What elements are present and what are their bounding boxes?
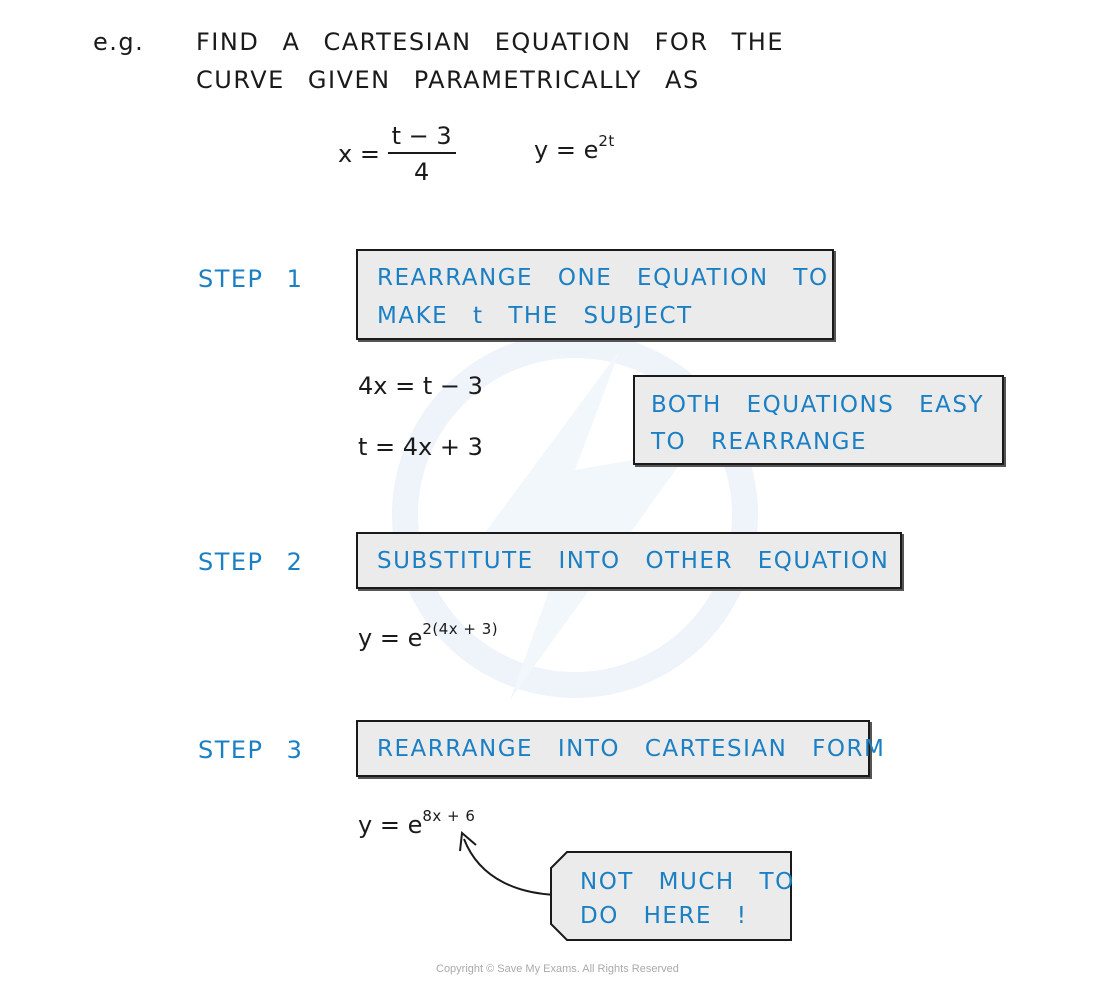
step-2-instruction-box: SUBSTITUTE INTO OTHER EQUATION bbox=[356, 532, 902, 589]
given-x-numerator: t − 3 bbox=[387, 122, 456, 154]
given-x-denominator: 4 bbox=[413, 158, 430, 186]
note-tag-shape bbox=[550, 851, 792, 941]
step-1-instruction-line-2: MAKE t THE SUBJECT bbox=[377, 303, 693, 329]
given-x-equation: x = t − 3 4 bbox=[338, 122, 456, 186]
given-x-lhs: x = bbox=[338, 140, 380, 168]
step-1-instruction-line-1: REARRANGE ONE EQUATION TO bbox=[377, 265, 829, 291]
final-answer: y = e8x + 6 bbox=[358, 807, 475, 839]
final-answer-exponent: 8x + 6 bbox=[422, 807, 476, 825]
note-not-much-line-1: NOT MUCH TO bbox=[580, 869, 795, 895]
given-y-equation: y = e2t bbox=[534, 132, 615, 164]
step-3-instruction-box: REARRANGE INTO CARTESIAN FORM bbox=[356, 720, 884, 777]
note-both-easy-line-1: BOTH EQUATIONS EASY bbox=[651, 392, 985, 418]
given-y-base: y = e bbox=[534, 136, 599, 164]
given-x-fraction: t − 3 4 bbox=[387, 122, 456, 186]
note-both-easy-box: BOTH EQUATIONS EASY TO REARRANGE bbox=[633, 375, 1004, 465]
note-both-easy-line-2: TO REARRANGE bbox=[651, 429, 868, 455]
step-2-working: y = e2(4x + 3) bbox=[358, 620, 498, 652]
step-2-label: STEP 2 bbox=[198, 548, 304, 576]
watermark-logo-icon bbox=[392, 332, 758, 700]
step-1-label: STEP 1 bbox=[198, 265, 304, 293]
step-2-working-base: y = e bbox=[358, 624, 423, 652]
step-1-working-line-1: 4x = t − 3 bbox=[358, 372, 483, 400]
step-3-instruction-line-1: REARRANGE INTO CARTESIAN FORM bbox=[377, 736, 886, 762]
question-line-2: CURVE GIVEN PARAMETRICALLY AS bbox=[196, 66, 700, 94]
step-2-instruction-line-1: SUBSTITUTE INTO OTHER EQUATION bbox=[377, 548, 890, 574]
note-not-much-line-2: DO HERE ! bbox=[580, 903, 748, 929]
question-line-1: FIND A CARTESIAN EQUATION FOR THE bbox=[196, 28, 784, 56]
example-label: e.g. bbox=[93, 28, 145, 56]
step-1-instruction-box: REARRANGE ONE EQUATION TO MAKE t THE SUB… bbox=[356, 249, 834, 340]
step-3-label: STEP 3 bbox=[198, 736, 304, 764]
final-answer-base: y = e bbox=[358, 811, 423, 839]
copyright-notice: Copyright © Save My Exams. All Rights Re… bbox=[436, 963, 679, 975]
step-2-working-exponent: 2(4x + 3) bbox=[422, 620, 499, 638]
given-y-exponent: 2t bbox=[598, 132, 615, 150]
step-1-working-line-2: t = 4x + 3 bbox=[358, 433, 483, 461]
